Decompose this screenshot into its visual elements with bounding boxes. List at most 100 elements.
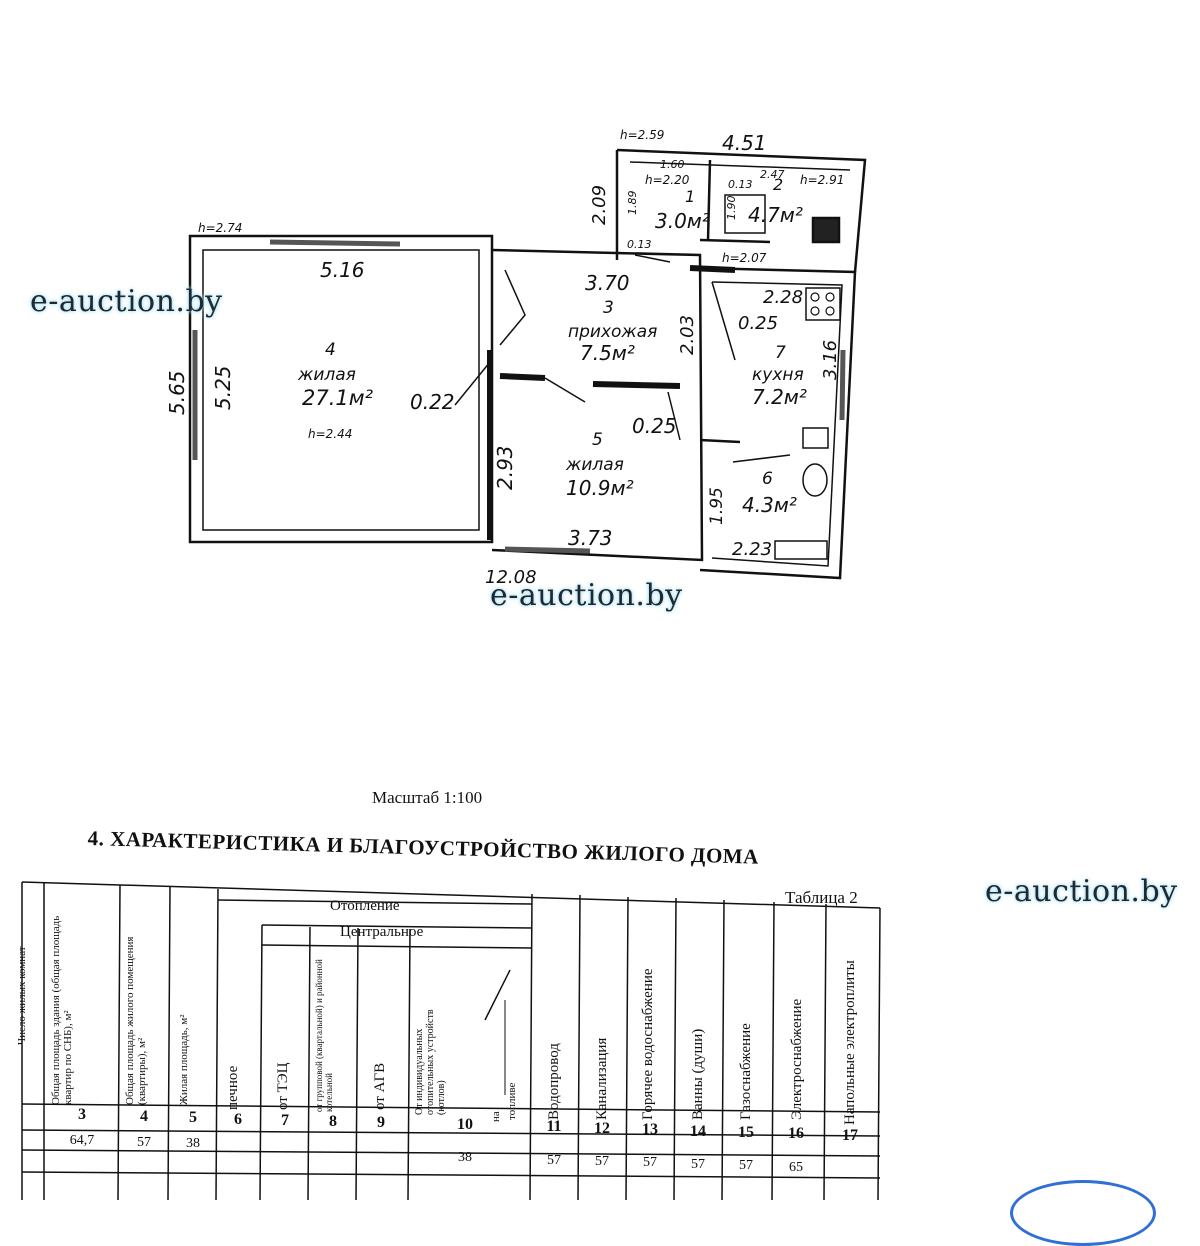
boiler-icon bbox=[811, 216, 841, 244]
column-number: 7 bbox=[281, 1112, 289, 1129]
sink-icon bbox=[802, 427, 829, 449]
column-number: 5 bbox=[189, 1109, 197, 1126]
stamp-seal bbox=[1010, 1180, 1156, 1246]
column-header: Напольные электроплиты bbox=[842, 960, 858, 1125]
column-number: 12 bbox=[594, 1120, 610, 1137]
table-cell: 65 bbox=[789, 1160, 803, 1175]
room-area: 10.9м² bbox=[566, 476, 634, 500]
dim-label: 1.89 bbox=[626, 191, 639, 216]
dim-label: 0.22 bbox=[410, 390, 455, 414]
table-cell: 38 bbox=[458, 1150, 472, 1165]
room-number: 1 bbox=[685, 187, 695, 206]
dim-label: 3.73 bbox=[568, 526, 613, 550]
heating-group-header: Отопление bbox=[330, 898, 400, 914]
table-cell: 57 bbox=[739, 1158, 753, 1173]
fuel-label: топливе bbox=[506, 1082, 518, 1120]
height-label: h=2.74 bbox=[198, 221, 242, 235]
column-header: Ванны (души) bbox=[690, 1028, 706, 1120]
toilet-icon bbox=[802, 463, 828, 497]
dim-label: 1.95 bbox=[707, 487, 727, 525]
scale-label: Масштаб 1:100 bbox=[372, 788, 483, 807]
column-number: 8 bbox=[329, 1113, 337, 1130]
column-header: Жилая площадь, м² bbox=[178, 1014, 190, 1105]
table-cell: 57 bbox=[137, 1135, 151, 1150]
column-number: 15 bbox=[738, 1124, 754, 1141]
column-header: от групповой (квартальной) и районной ко… bbox=[314, 959, 334, 1112]
column-header: от АГВ bbox=[372, 1062, 388, 1110]
dim-label: 2.03 bbox=[677, 315, 698, 355]
column-header: Канализация bbox=[594, 1037, 610, 1120]
dim-label: 3.70 bbox=[585, 271, 630, 295]
table-label: Таблица 2 bbox=[785, 888, 858, 907]
dim-label: 2.28 bbox=[763, 287, 803, 308]
room-area: 4.3м² bbox=[742, 493, 797, 517]
column-number: 4 bbox=[140, 1108, 148, 1125]
dim-label: 5.16 bbox=[320, 258, 365, 282]
column-number: 16 bbox=[788, 1125, 804, 1142]
height-label: h=2.91 bbox=[800, 173, 844, 187]
column-number: 17 bbox=[842, 1127, 858, 1144]
dim-label: 1.90 bbox=[725, 196, 738, 221]
column-header: Горячее водоснабжение bbox=[640, 968, 656, 1120]
room-number: 2 bbox=[773, 175, 783, 194]
section-title: 4. ХАРАКТЕРИСТИКА И БЛАГОУСТРОЙСТВО ЖИЛО… bbox=[87, 826, 760, 869]
room-area: 4.7м² bbox=[748, 203, 803, 227]
wall-room-6-7 bbox=[699, 266, 857, 580]
column-number: 14 bbox=[690, 1123, 706, 1140]
watermark: e-auction.by bbox=[490, 578, 683, 613]
dim-label: 0.13 bbox=[627, 238, 652, 251]
column-header: Газоснабжение bbox=[738, 1023, 754, 1120]
dim-label: 2.93 bbox=[493, 445, 517, 490]
room-area: 3.0м² bbox=[655, 209, 710, 233]
dim-label: 2.09 bbox=[589, 185, 610, 225]
dim-label: 4.51 bbox=[722, 131, 767, 155]
table-cell: 64,7 bbox=[69, 1133, 95, 1148]
column-header: Водопровод bbox=[546, 1043, 562, 1120]
dim-label: 2.47 bbox=[760, 168, 785, 181]
height-label: h=2.44 bbox=[308, 427, 352, 441]
room-number: 7 bbox=[775, 343, 786, 363]
room-area: 7.2м² bbox=[752, 385, 807, 409]
wall-room-1-2 bbox=[616, 148, 867, 273]
column-header: Общая площадь здания (общая площадь квар… bbox=[50, 915, 74, 1105]
table-cell: 57 bbox=[547, 1153, 561, 1168]
fuel-on-label: на bbox=[490, 1111, 502, 1122]
column-number: 10 bbox=[457, 1116, 473, 1133]
room-name: жилая bbox=[565, 455, 624, 475]
bathtub-icon bbox=[774, 540, 828, 560]
column-header: Число жилых комнат bbox=[16, 946, 28, 1045]
table-cell: 57 bbox=[691, 1157, 705, 1172]
watermark: e-auction.by bbox=[985, 874, 1178, 909]
dim-label: 0.25 bbox=[632, 414, 677, 438]
room-name: жилая bbox=[297, 365, 356, 385]
wall-room-3-5 bbox=[491, 248, 704, 562]
column-header: от ТЭЦ bbox=[275, 1062, 291, 1110]
column-header: От индивидуальных отопительных устройств… bbox=[414, 1009, 447, 1115]
room-number: 6 bbox=[762, 469, 773, 489]
characteristics-table-grid bbox=[21, 881, 881, 1200]
height-label: h=2.07 bbox=[722, 251, 767, 265]
room-number: 3 bbox=[603, 298, 614, 318]
table-cell: 57 bbox=[643, 1155, 657, 1170]
central-heating-header: Центральное bbox=[340, 924, 424, 940]
column-header: Электроснабжение bbox=[789, 998, 805, 1120]
dim-label: 5.65 bbox=[165, 370, 189, 415]
dim-label: 2.23 bbox=[732, 539, 772, 560]
column-number: 9 bbox=[377, 1114, 385, 1131]
stove-icon bbox=[805, 287, 841, 321]
column-number: 11 bbox=[546, 1118, 562, 1135]
dim-label: 5.25 bbox=[211, 365, 235, 410]
dim-label: 12.08 bbox=[485, 567, 537, 588]
watermark: e-auction.by bbox=[30, 284, 223, 319]
column-header: Общая площадь жилого помещения (квартиры… bbox=[124, 936, 148, 1105]
table-cell: 57 bbox=[595, 1154, 609, 1169]
floor-plan: h=2.59 h=2.20 h=2.91 h=2.74 h=2.07 h=2.4… bbox=[165, 128, 867, 588]
room-name: прихожая bbox=[568, 322, 657, 342]
dim-label: 3.16 bbox=[820, 340, 841, 380]
dim-label: 0.25 bbox=[738, 313, 778, 334]
dim-label: 1.60 bbox=[660, 158, 685, 171]
dim-label: 0.13 bbox=[728, 178, 753, 191]
room-area: 27.1м² bbox=[302, 386, 374, 410]
room-area: 7.5м² bbox=[580, 341, 635, 365]
table-cell: 38 bbox=[186, 1136, 200, 1151]
